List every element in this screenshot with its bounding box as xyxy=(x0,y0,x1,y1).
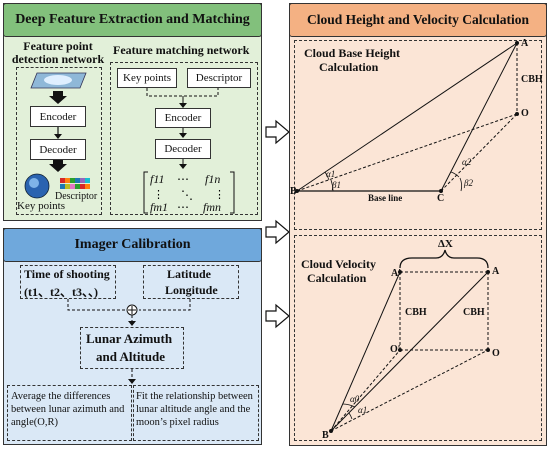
detect-network-title: Feature point detection network xyxy=(11,39,105,66)
point-b-dot xyxy=(295,189,299,193)
deep-feature-header: Deep Feature Extraction and Matching xyxy=(3,3,262,37)
point-o-prime-dot xyxy=(398,348,402,352)
detect-network-box xyxy=(16,67,102,215)
right-arrow-icon xyxy=(265,119,290,145)
matrix-ddots: ⋱ xyxy=(181,188,193,202)
cloud-calculation-panel xyxy=(289,3,547,446)
velocity-title-line1: Cloud Velocity xyxy=(301,257,377,271)
point-a-prime-dot xyxy=(398,270,402,274)
point-a2-dot xyxy=(486,270,490,274)
deep-feature-title: Deep Feature Extraction and Matching xyxy=(15,12,250,27)
time-of-shooting-label: Time of shooting xyxy=(24,267,110,281)
velocity-section-box xyxy=(294,235,542,441)
key-points-label: Key points xyxy=(17,200,65,212)
decoder-match-box: Decoder xyxy=(155,139,211,159)
longitude-label: Longitude xyxy=(165,283,218,297)
label-beta1: β1 xyxy=(332,180,341,190)
label-point-b: B xyxy=(290,186,297,197)
label-point-o: O xyxy=(521,108,529,119)
label-cbh-right: CBH xyxy=(463,307,485,318)
arrow-down-icon xyxy=(49,158,67,172)
label-point-a-prime: A′ xyxy=(391,268,402,279)
right-arrow-icon xyxy=(265,219,290,245)
lunar-azimuth-box xyxy=(80,327,184,369)
lunar-azimuth-line1: Lunar Azimuth xyxy=(86,331,173,346)
label-point-a2: A xyxy=(492,266,500,277)
label-cbh-top: CBH xyxy=(521,74,543,85)
time-values: (t1、t2、t3、、) xyxy=(24,285,98,299)
match-network-box xyxy=(110,62,258,215)
label-baseline: Base line xyxy=(368,193,403,203)
label-point-a: A xyxy=(521,38,529,49)
label-point-o-prime: O′ xyxy=(390,344,401,355)
matrix-hdots: ⋯ xyxy=(177,200,189,214)
velocity-title-line2: Calculation xyxy=(307,271,367,285)
label-alpha1: α1 xyxy=(326,169,336,179)
matrix-f11: f11 xyxy=(150,172,165,186)
matrix-vdots-left: ⋮ xyxy=(153,189,164,201)
point-b2-dot xyxy=(329,429,333,433)
cbh-section-box xyxy=(294,40,542,230)
imager-calibration-header: Imager Calibration xyxy=(3,228,262,262)
cloud-calculation-header: Cloud Height and Velocity Calculation xyxy=(289,3,547,37)
matrix-f1n: f1n xyxy=(205,172,221,186)
average-differences-box xyxy=(7,385,132,441)
average-differences-text: Average the differences between lunar az… xyxy=(11,391,125,428)
encoder-match-box: Encoder xyxy=(155,108,211,128)
label-point-o2: O xyxy=(492,348,500,359)
label-delta-x: ΔX xyxy=(438,238,453,250)
imager-calibration-title: Imager Calibration xyxy=(74,237,191,252)
lat-lon-box xyxy=(143,265,239,299)
label-point-c: C xyxy=(437,193,445,204)
decoder-detect-box: Decoder xyxy=(30,139,86,160)
imager-calibration-panel xyxy=(3,228,262,445)
right-arrow-icon xyxy=(265,303,290,329)
matrix-vdots-right: ⋮ xyxy=(214,189,225,201)
label-cbh-left: CBH xyxy=(405,307,427,318)
label-beta2: β2 xyxy=(464,178,473,188)
arrow-down-icon xyxy=(49,91,67,104)
matrix-fm1: fm1 xyxy=(150,200,168,214)
latitude-label: Latitude xyxy=(167,267,212,281)
cloud-calculation-title: Cloud Height and Velocity Calculation xyxy=(306,12,530,27)
matrix-hdots: ⋯ xyxy=(177,172,189,186)
label-alpha0: α0 xyxy=(350,394,360,404)
key-points-box: Key points xyxy=(117,68,177,88)
matrix-fmn: fmn xyxy=(203,200,221,214)
time-of-shooting-box xyxy=(20,265,116,299)
point-c-dot xyxy=(439,189,443,193)
lunar-azimuth-line2: and Altitude xyxy=(96,349,165,364)
delta-x-brace xyxy=(399,249,489,269)
fit-relationship-text: Fit the relationship between lunar altit… xyxy=(136,391,253,428)
descriptor-grid xyxy=(60,178,90,189)
encoder-detect-box: Encoder xyxy=(30,106,86,127)
arrow-down-icon xyxy=(54,134,62,139)
label-alpha2: α2 xyxy=(462,157,472,167)
input-sky-glow xyxy=(44,75,72,85)
point-a-dot xyxy=(515,41,519,45)
label-point-b2: B xyxy=(322,430,329,441)
fit-relationship-box xyxy=(133,385,259,441)
point-o-dot xyxy=(515,112,519,116)
point-o2-dot xyxy=(486,348,490,352)
label-alpha1-vel: α1 xyxy=(358,405,368,415)
match-network-title: Feature matching network xyxy=(113,43,250,57)
descriptor-label-detect: Descriptor xyxy=(55,191,98,202)
cbh-title-line2: Calculation xyxy=(319,60,379,74)
cbh-title-line1: Cloud Base Height xyxy=(304,46,401,60)
descriptor-box: Descriptor xyxy=(187,68,251,88)
